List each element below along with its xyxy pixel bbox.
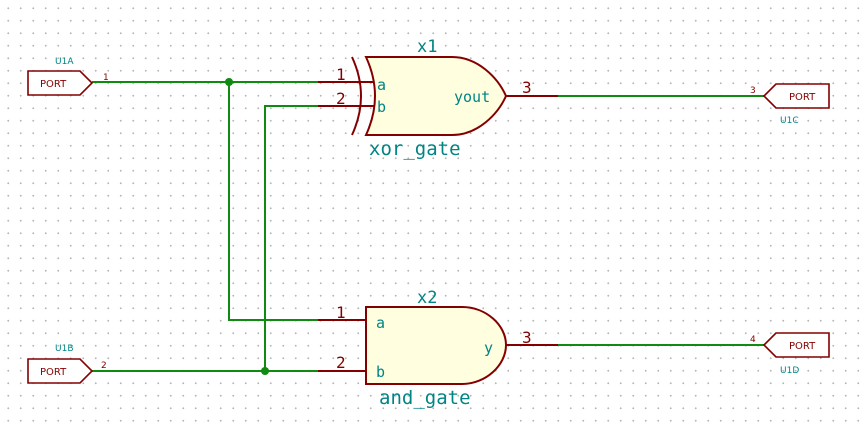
and-pin-a-number: 1 xyxy=(336,303,346,322)
port-u1d-label: PORT xyxy=(789,341,816,352)
port-u1b[interactable]: PORT U1B 2 xyxy=(27,344,107,384)
junction-net-a xyxy=(225,78,233,86)
wire-net-a-branch[interactable] xyxy=(228,82,318,321)
port-u1d[interactable]: PORT U1D 4 xyxy=(750,332,830,376)
port-u1b-pin-number: 2 xyxy=(101,361,107,371)
and-pin-b-name: b xyxy=(376,363,385,381)
xor-gate-reference: x1 xyxy=(417,37,437,57)
junction-net-b xyxy=(261,367,269,375)
port-u1d-shape xyxy=(762,332,830,358)
xor-gate-input-arc xyxy=(351,56,362,136)
wire-net-b-branch[interactable] xyxy=(264,105,318,371)
port-u1c-reference: U1C xyxy=(780,116,799,126)
port-u1a-pin-number: 1 xyxy=(103,73,109,83)
xor-gate-body xyxy=(364,56,508,136)
xor-pin-a-number: 1 xyxy=(336,65,346,84)
port-u1c-label: PORT xyxy=(789,92,816,103)
port-u1a-label: PORT xyxy=(40,79,67,90)
port-u1b-reference: U1B xyxy=(55,344,74,354)
port-u1c-pin-number: 3 xyxy=(750,86,756,96)
xor-pin-out-name: yout xyxy=(454,88,490,106)
and-pin-out-number: 3 xyxy=(522,328,532,347)
and-gate-value: and_gate xyxy=(379,387,471,409)
port-u1a-shape xyxy=(27,70,94,96)
and-gate-reference: x2 xyxy=(417,288,437,308)
port-u1d-reference: U1D xyxy=(780,366,799,376)
xor-pin-a-name: a xyxy=(377,76,386,94)
port-u1a[interactable]: PORT U1A 1 xyxy=(27,57,109,96)
xor-gate-symbol[interactable]: 1 2 a b yout 3 x1 xor_gate xyxy=(318,37,558,160)
and-pin-b-number: 2 xyxy=(336,353,346,372)
xor-gate-value: xor_gate xyxy=(369,138,461,160)
and-gate-symbol[interactable]: 1 2 a b y 3 x2 and_gate xyxy=(318,288,558,409)
xor-pin-out-number: 3 xyxy=(522,78,532,97)
port-u1d-pin-number: 4 xyxy=(750,335,756,345)
xor-pin-b-number: 2 xyxy=(336,89,346,108)
and-pin-a-name: a xyxy=(376,314,385,332)
wires xyxy=(92,78,764,375)
port-u1b-label: PORT xyxy=(40,367,67,378)
port-u1c[interactable]: PORT U1C 3 xyxy=(750,83,830,126)
port-u1b-shape xyxy=(27,358,94,384)
port-u1a-reference: U1A xyxy=(55,57,74,67)
and-gate-body xyxy=(365,306,508,385)
port-u1c-shape xyxy=(762,83,830,109)
xor-pin-b-name: b xyxy=(377,98,386,116)
and-pin-out-name: y xyxy=(484,339,493,357)
